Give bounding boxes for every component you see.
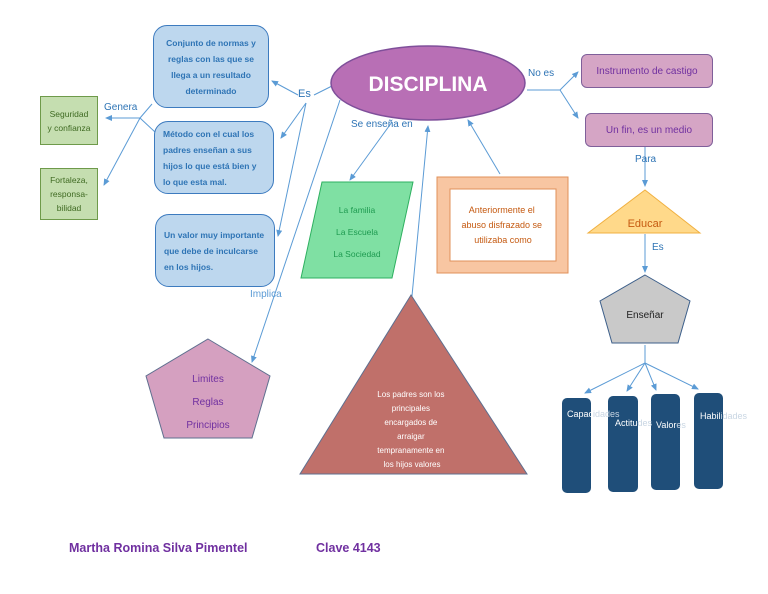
outcome-label-visible: Valor [656,420,677,430]
connector-line [584,362,646,394]
connector-label-es: Es [298,88,311,100]
previously-line: abuso disfrazado se [461,220,542,230]
implies-item: Principios [186,420,229,431]
outcome-label-overflow: idades [593,409,620,419]
educar-triangle [586,189,702,234]
benefit-text: Fortaleza, responsa-bilidad [50,175,88,213]
connector-line [139,103,153,119]
outcome-label: Valores [656,420,686,430]
parents-line: los hijos valores [384,460,441,469]
previously-line: utilizaba como [474,235,532,245]
outcome-bar [562,398,591,493]
connector-label-no-es: No es [528,68,555,79]
connector-line [349,121,393,181]
definition-box: Un valor muy importante que debe de incu… [155,214,275,287]
implies-pentagon [145,338,271,439]
outcome-label-overflow: idades [720,411,748,421]
connector-line [644,362,657,391]
not-is-text: Un fin, es un medio [605,124,693,136]
not-is-box: Instrumento de castigo [581,54,713,88]
educar-label: Educar [628,218,663,230]
outcome-bar [694,393,723,489]
not-is-box: Un fin, es un medio [585,113,713,147]
outcome-label-overflow: es [676,420,686,430]
author-name: Martha Romina Silva Pimentel [69,541,248,555]
previously-line: Anteriormente el [469,205,535,215]
connector-line [271,80,299,96]
parents-line: arraigar [397,432,425,441]
not-is-text: Instrumento de castigo [596,65,698,77]
ensenar-pentagon [599,274,691,344]
connector-line [644,362,699,390]
connector-label-se-ensena-en: Se enseña en [351,119,413,130]
connector-label-es-right: Es [652,242,664,253]
benefit-text: Seguridad y confianza [47,108,91,133]
definition-text: Método con el cual los padres enseñan a … [163,128,257,187]
connector-line [411,125,431,297]
outcome-label: Capacidades [567,409,620,419]
parents-line: Los padres son los [377,390,444,399]
central-concept-ellipse [330,45,526,121]
student-clave: Clave 4143 [316,541,381,555]
definition-box: Conjunto de normas y reglas con las que … [153,25,269,108]
parents-line: encargados de [384,418,437,427]
taught-in-parallelogram [300,181,414,279]
connector-line [313,85,333,96]
ensenar-label: Enseñar [626,310,664,321]
outcome-label-visible: Capac [567,409,594,419]
outcome-label: Actitudes [615,418,652,428]
outcome-bar [651,394,680,490]
taught-in-item: La familia [339,205,376,215]
connector-line [559,89,579,119]
central-concept-title: DISCIPLINA [368,73,487,96]
parents-triangle [299,294,528,475]
connector-label-genera: Genera [104,102,138,113]
connector-line [280,102,307,139]
outcome-label-overflow: des [637,418,653,428]
connectors [103,71,699,394]
previously-text: Anteriormente el abuso disfrazado se uti… [461,205,544,245]
implies-item: Reglas [192,397,223,408]
implies-item: Limites [192,374,224,385]
connector-label-implica: Implica [250,289,282,300]
definition-text: Conjunto de normas y reglas con las que … [166,37,256,96]
outcome-label-visible: Habil [700,411,721,421]
parents-line: tempranamente en [377,446,444,455]
parents-line: principales [392,404,430,413]
taught-in-item: La Sociedad [333,249,381,259]
connector-line [251,99,341,363]
taught-in-item: La Escuela [336,227,378,237]
previously-inner [449,188,557,262]
benefit-box: Seguridad y confianza [40,96,98,145]
connector-line [559,71,579,91]
connector-line [467,119,501,175]
outcome-label-visible: Actitu [615,418,638,428]
outcome-bar [608,396,638,492]
benefit-box: Fortaleza, responsa-bilidad [40,168,98,220]
connector-line [626,362,646,392]
connector-line [103,117,141,186]
connector-line [276,102,307,237]
definition-box: Método con el cual los padres enseñan a … [154,121,274,194]
connector-label-para: Para [635,154,657,165]
definition-text: Un valor muy importante que debe de incu… [164,229,265,272]
parents-text: Los padres son los principales encargado… [377,390,446,469]
connector-line [139,117,156,133]
outcome-label: Habilidades [700,411,747,421]
